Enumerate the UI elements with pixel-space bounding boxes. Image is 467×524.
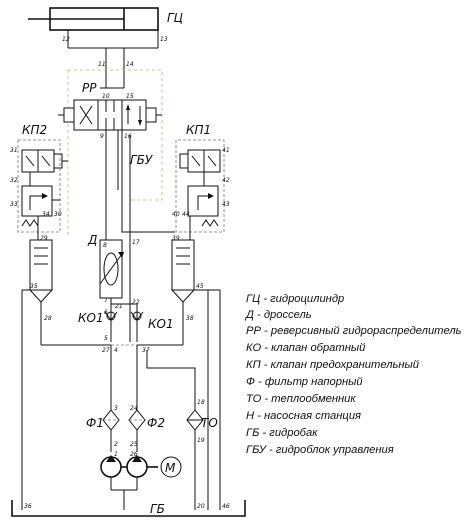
legend-item: Ф - фильтр напорный xyxy=(246,376,363,388)
legend-item: РР - реверсивный гидрораспределитель xyxy=(246,325,462,337)
node-number: 30 xyxy=(54,211,62,218)
node-number: 41 xyxy=(222,147,230,154)
label-to: ТО xyxy=(201,416,218,430)
node-number: 25 xyxy=(130,441,138,448)
label-f2: Ф2 xyxy=(147,416,165,430)
label-m: М xyxy=(165,461,176,475)
node-number: 6 xyxy=(104,309,108,316)
node-number: 2 xyxy=(114,441,118,448)
pump-station: М xyxy=(100,455,182,510)
node-number: 45 xyxy=(196,283,204,290)
node-number: 9 xyxy=(100,133,104,140)
legend-item: ТО - теплообменник xyxy=(246,393,356,405)
node-numbers: 12 13 11 14 10 15 9 16 31 32 33 34 30 29… xyxy=(10,36,230,510)
node-number: 18 xyxy=(197,399,205,406)
node-number: 32 xyxy=(10,177,18,184)
node-number: 27 xyxy=(102,347,110,354)
throttle: Д xyxy=(87,226,124,304)
left-drain-block xyxy=(21,239,54,510)
node-number: 37 xyxy=(142,347,150,354)
hydrocylinder: ГЦ xyxy=(28,7,183,88)
node-number: 1 xyxy=(114,451,118,458)
node-number: 35 xyxy=(30,283,38,290)
legend-item: Д - дроссель xyxy=(244,309,312,321)
node-number: 13 xyxy=(160,36,168,43)
label-f1: Ф1 xyxy=(86,416,104,430)
node-number: 12 xyxy=(62,36,70,43)
legend-item: ГБУ - гидроблок управления xyxy=(246,444,394,456)
node-number: 33 xyxy=(10,201,18,208)
node-number: 46 xyxy=(222,503,230,510)
label-gb: ГБ xyxy=(150,502,165,516)
node-number: 17 xyxy=(132,239,140,246)
legend: ГЦ - гидроцилиндр Д - дроссель РР - реве… xyxy=(244,293,462,456)
label-rr: РР xyxy=(82,81,97,95)
node-number: 21 xyxy=(115,303,123,310)
node-number: 43 xyxy=(222,201,230,208)
label-kp1: КП1 xyxy=(186,123,211,137)
node-number: 39 xyxy=(172,235,180,242)
legend-item: Н - насосная станция xyxy=(246,410,361,422)
node-number: 15 xyxy=(126,93,134,100)
node-number: 26 xyxy=(130,451,138,458)
node-number: 28 xyxy=(44,315,52,322)
label-ko1-left: КО1 xyxy=(78,311,104,325)
node-number: 36 xyxy=(24,503,32,510)
node-number: 14 xyxy=(126,61,134,68)
node-number: 38 xyxy=(186,315,194,322)
heat-exchanger: ТО xyxy=(186,409,218,510)
filter-f2: Ф2 xyxy=(128,409,165,452)
node-number: 10 xyxy=(102,93,110,100)
legend-item: ГБ - гидробак xyxy=(246,427,318,439)
right-drain-block xyxy=(170,239,221,510)
node-number: 19 xyxy=(197,437,205,444)
relief-valve-kp1: КП1 xyxy=(175,123,225,240)
label-ko1-right: КО1 xyxy=(148,317,174,331)
node-number: 8 xyxy=(103,242,107,249)
label-gc: ГЦ xyxy=(167,11,183,25)
reversing-distributor: РР xyxy=(58,81,162,131)
node-number: 4 xyxy=(114,347,118,354)
filter-f1: Ф1 xyxy=(86,409,120,452)
legend-item: КП - клапан предохранительный xyxy=(246,359,419,371)
label-d: Д xyxy=(87,233,97,247)
legend-item: ГЦ - гидроцилиндр xyxy=(246,293,344,305)
node-number: 5 xyxy=(104,335,108,342)
node-number: 24 xyxy=(130,405,138,412)
node-number: 29 xyxy=(40,235,48,242)
node-number: 22 xyxy=(132,299,140,306)
hydro-tank: ГБ xyxy=(11,500,246,517)
check-valves: КО1 КО1 xyxy=(78,232,174,342)
node-number: 11 xyxy=(98,61,106,68)
node-number: 44 xyxy=(182,211,190,218)
node-number: 34 xyxy=(42,211,50,218)
control-block-boundary xyxy=(67,69,163,235)
node-number: 16 xyxy=(124,133,132,140)
node-number: 7 xyxy=(104,297,108,304)
relief-valve-kp2: КП2 xyxy=(17,123,68,240)
label-kp2: КП2 xyxy=(22,123,47,137)
label-gbu: ГБУ xyxy=(130,153,153,167)
node-number: 20 xyxy=(197,503,205,510)
node-number: 3 xyxy=(114,405,118,412)
node-number: 31 xyxy=(10,147,18,154)
node-number: 42 xyxy=(222,177,230,184)
node-number: 40 xyxy=(172,211,180,218)
legend-item: КО - клапан обратный xyxy=(246,342,365,354)
